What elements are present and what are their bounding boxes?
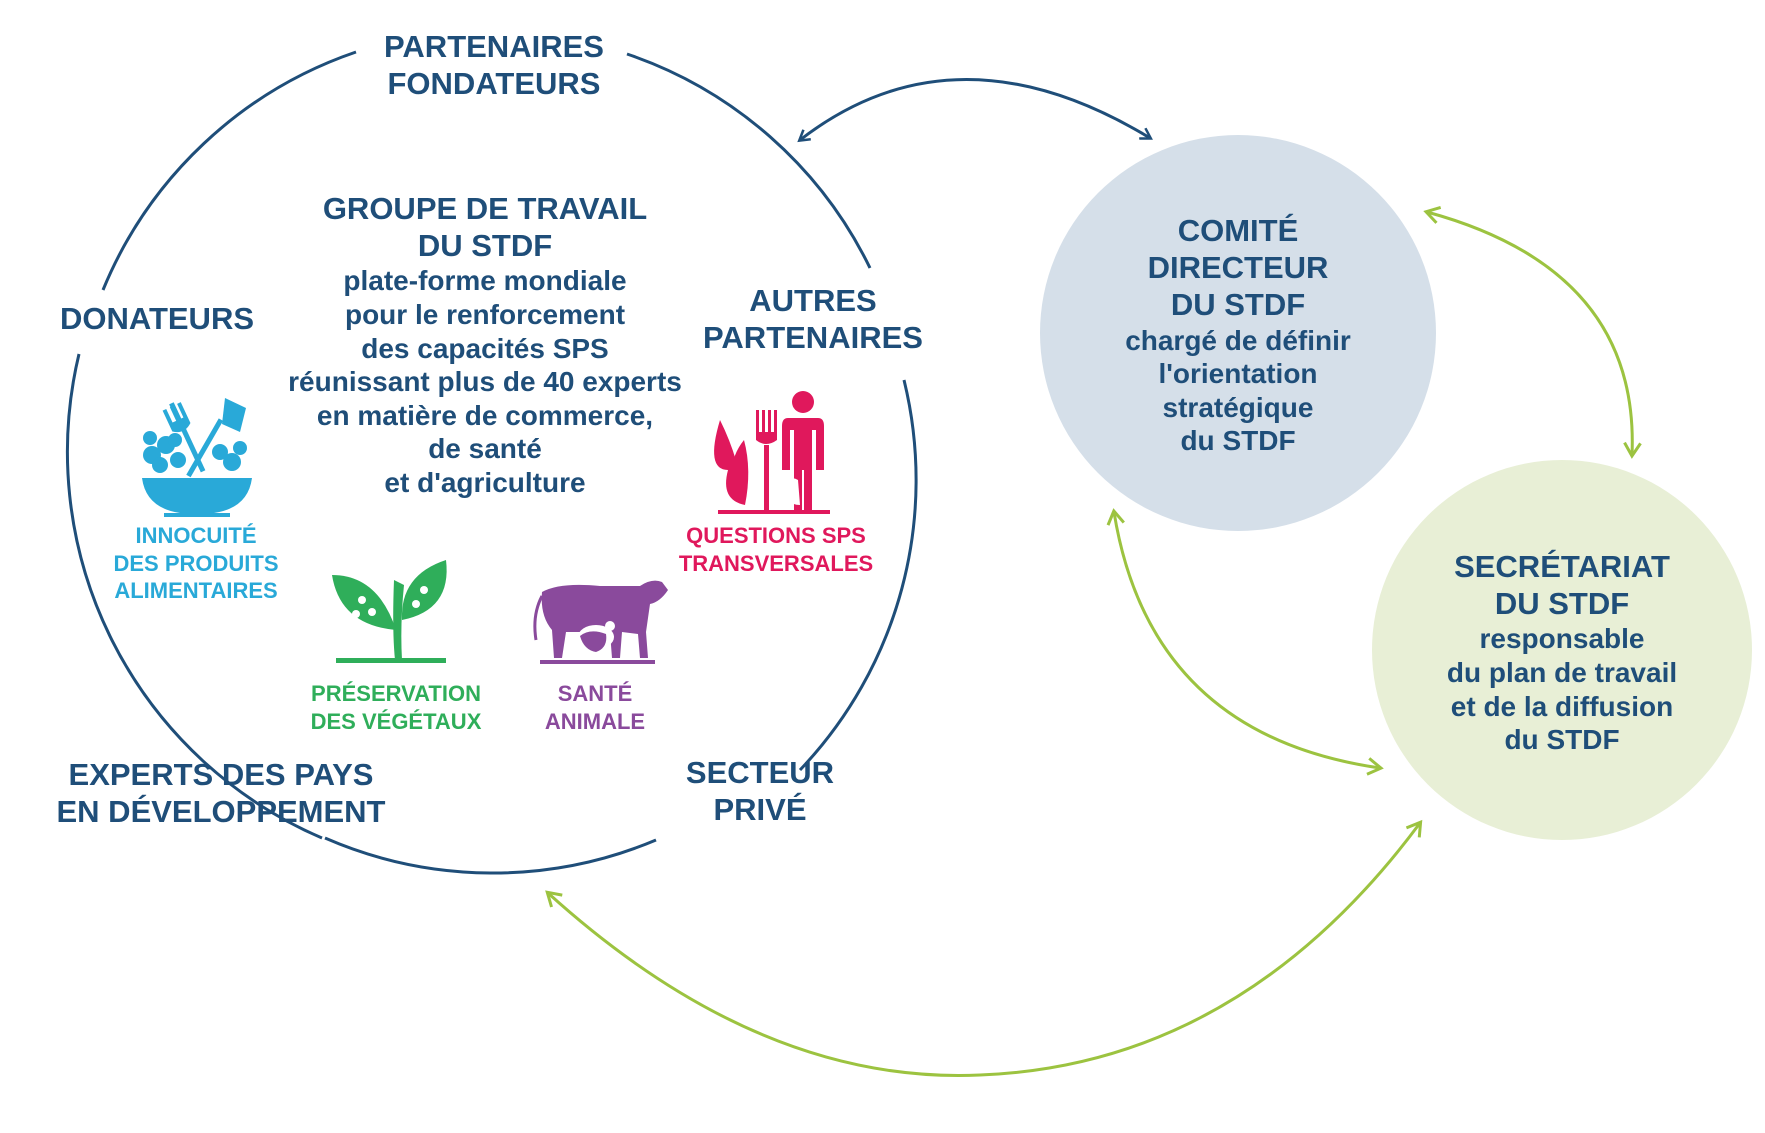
arrow-group-committee — [800, 78, 1150, 140]
theme-label-animal-health: SANTÉ ANIMALE — [544, 681, 646, 734]
committee-description: chargé de définir l'orientation stratégi… — [1125, 324, 1351, 457]
arrow-committee-secretariat — [1423, 206, 1642, 459]
arrow-group-secretariat — [545, 819, 1423, 1077]
plant-fork-person-icon — [714, 391, 830, 514]
working-group-description: plate-forme mondiale pour le renforcemen… — [288, 265, 682, 498]
secretariat-text: SECRÉTARIAT DU STDF responsable du plan … — [1412, 548, 1712, 757]
label-developing-country-experts: EXPERTS DES PAYS EN DÉVELOPPEMENT — [56, 757, 386, 830]
secretariat-title: SECRÉTARIAT DU STDF — [1454, 549, 1670, 622]
working-group-circle — [65, 50, 918, 875]
committee-circle — [1040, 135, 1436, 531]
circle-arc-top-right — [626, 52, 872, 269]
seedling-icon — [332, 560, 447, 663]
bowl-fork-shovel-icon — [142, 398, 252, 517]
theme-label-plant-health: PRÉSERVATION DES VÉGÉTAUX — [310, 681, 482, 734]
secretariat-description: responsable du plan de travail et de la … — [1446, 623, 1678, 756]
committee-title: COMITÉ DIRECTEUR DU STDF — [1147, 213, 1329, 323]
theme-label-cross-cutting: QUESTIONS SPS TRANSVERSALES — [678, 523, 874, 576]
committee-text: COMITÉ DIRECTEUR DU STDF chargé de défin… — [1093, 212, 1383, 458]
label-donors: DONATEURS — [59, 301, 255, 336]
theme-label-food-safety: INNOCUITÉ DES PRODUITS ALIMENTAIRES — [113, 523, 279, 603]
circle-arc-top-left — [101, 50, 357, 291]
circle-arc-left — [65, 353, 323, 840]
label-private-sector: SECTEUR PRIVÉ — [685, 755, 835, 828]
label-other-partners: AUTRES PARTENAIRES — [703, 283, 923, 356]
label-founding-partners: PARTENAIRES FONDATEURS — [384, 29, 604, 102]
circle-arc-right — [798, 379, 918, 772]
arrow-committee-secretariat-lower — [1106, 508, 1384, 776]
cow-chicken-icon — [533, 580, 668, 664]
circle-arc-bottom — [324, 836, 657, 875]
working-group-text: GROUPE DE TRAVAIL DU STDF plate-forme mo… — [270, 190, 700, 500]
secretariat-circle — [1372, 460, 1752, 840]
working-group-title: GROUPE DE TRAVAIL DU STDF — [322, 191, 648, 264]
